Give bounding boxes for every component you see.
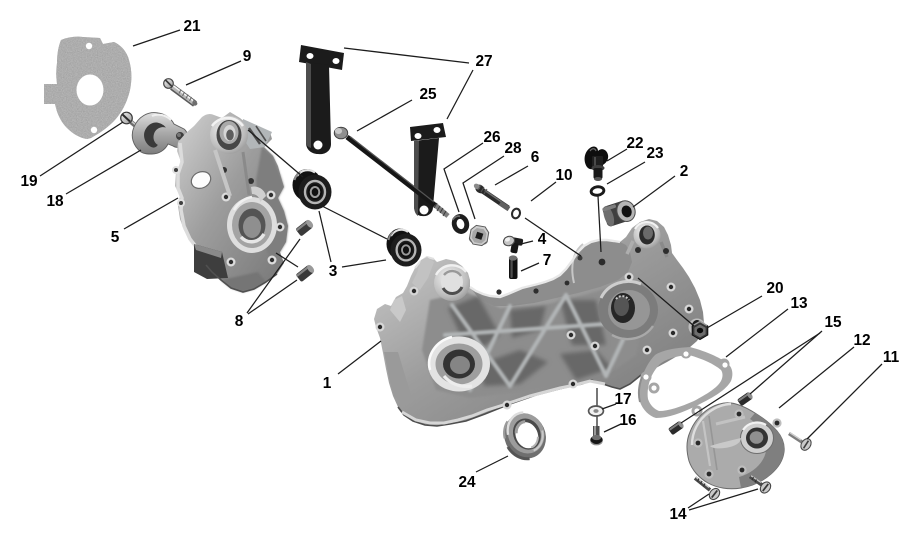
svg-text:24: 24 [458,474,476,491]
svg-text:15: 15 [824,314,842,331]
svg-text:18: 18 [46,193,64,210]
svg-text:23: 23 [646,145,663,162]
svg-text:2: 2 [680,163,689,180]
svg-text:25: 25 [419,86,437,103]
svg-text:19: 19 [20,173,37,190]
svg-text:12: 12 [853,332,870,349]
svg-text:13: 13 [790,295,807,312]
svg-text:9: 9 [243,48,252,65]
svg-text:4: 4 [538,231,547,248]
svg-text:1: 1 [323,375,332,392]
svg-text:10: 10 [555,167,572,184]
svg-text:7: 7 [543,252,552,269]
svg-text:17: 17 [614,391,631,408]
svg-text:27: 27 [475,53,492,70]
svg-text:5: 5 [111,229,120,246]
svg-text:16: 16 [619,412,636,429]
svg-text:26: 26 [483,129,500,146]
svg-text:21: 21 [183,18,201,35]
svg-text:22: 22 [626,135,643,152]
svg-text:8: 8 [235,313,244,330]
svg-text:3: 3 [329,263,338,280]
svg-text:28: 28 [504,140,522,157]
svg-text:6: 6 [531,149,540,166]
svg-text:11: 11 [883,349,900,366]
svg-text:20: 20 [766,280,783,297]
svg-text:14: 14 [669,506,687,523]
